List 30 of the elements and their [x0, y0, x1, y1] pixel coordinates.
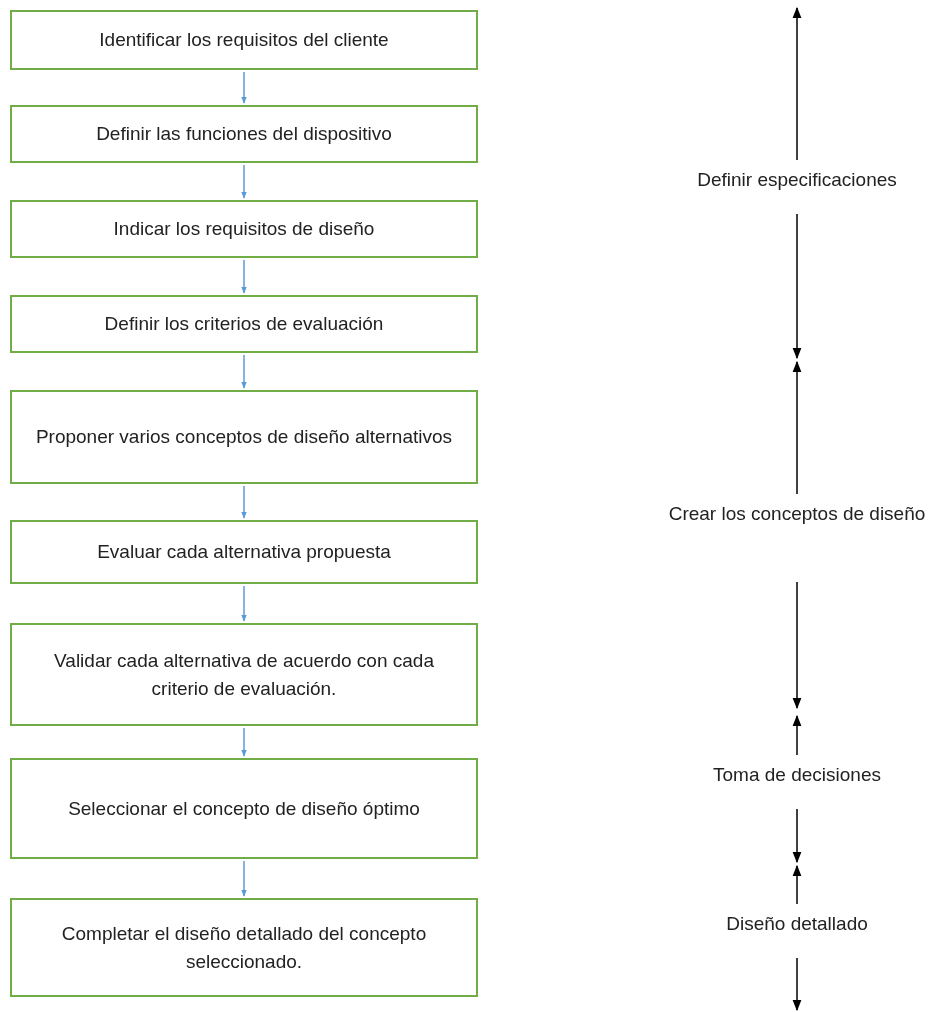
- process-box: [10, 295, 478, 353]
- step-text: Completar el diseño detallado del concepto seleccionado.: [60, 921, 428, 974]
- arrow: [241, 71, 247, 104]
- arrow: [241, 354, 247, 389]
- step-text: Validar cada alternativa de acuerdo con cada criterio de evaluación.: [53, 648, 435, 701]
- step-text: Definir los criterios de evaluación: [104, 312, 384, 337]
- arrow: [241, 727, 247, 757]
- arrow: [241, 585, 247, 622]
- step-text: Seleccionar el concepto de diseño óptimo: [68, 796, 420, 821]
- phase-label: Diseño detallado: [725, 912, 869, 936]
- process-box: [10, 200, 478, 258]
- arrow: [241, 259, 247, 294]
- step-text: Identificar los requisitos del cliente: [99, 28, 389, 53]
- step-text: Definir las funciones del dispositivo: [96, 122, 392, 147]
- process-box: [10, 520, 478, 584]
- process-box: [10, 623, 478, 726]
- process-box: [10, 105, 478, 163]
- step-text: Evaluar cada alternativa propuesta: [97, 540, 391, 565]
- process-box: [10, 898, 478, 997]
- arrow: [241, 164, 247, 199]
- phase-label: Crear los conceptos de diseño: [667, 502, 927, 526]
- process-box: [10, 390, 478, 484]
- phase-label: Toma de decisiones: [712, 763, 882, 787]
- arrow: [241, 860, 247, 897]
- step-text: Indicar los requisitos de diseño: [113, 217, 375, 242]
- phase-label: Definir especificaciones: [696, 168, 898, 192]
- process-box: [10, 10, 478, 70]
- process-box: [10, 758, 478, 859]
- step-text: Proponer varios conceptos de diseño alternativos: [35, 425, 453, 450]
- arrow: [241, 485, 247, 519]
